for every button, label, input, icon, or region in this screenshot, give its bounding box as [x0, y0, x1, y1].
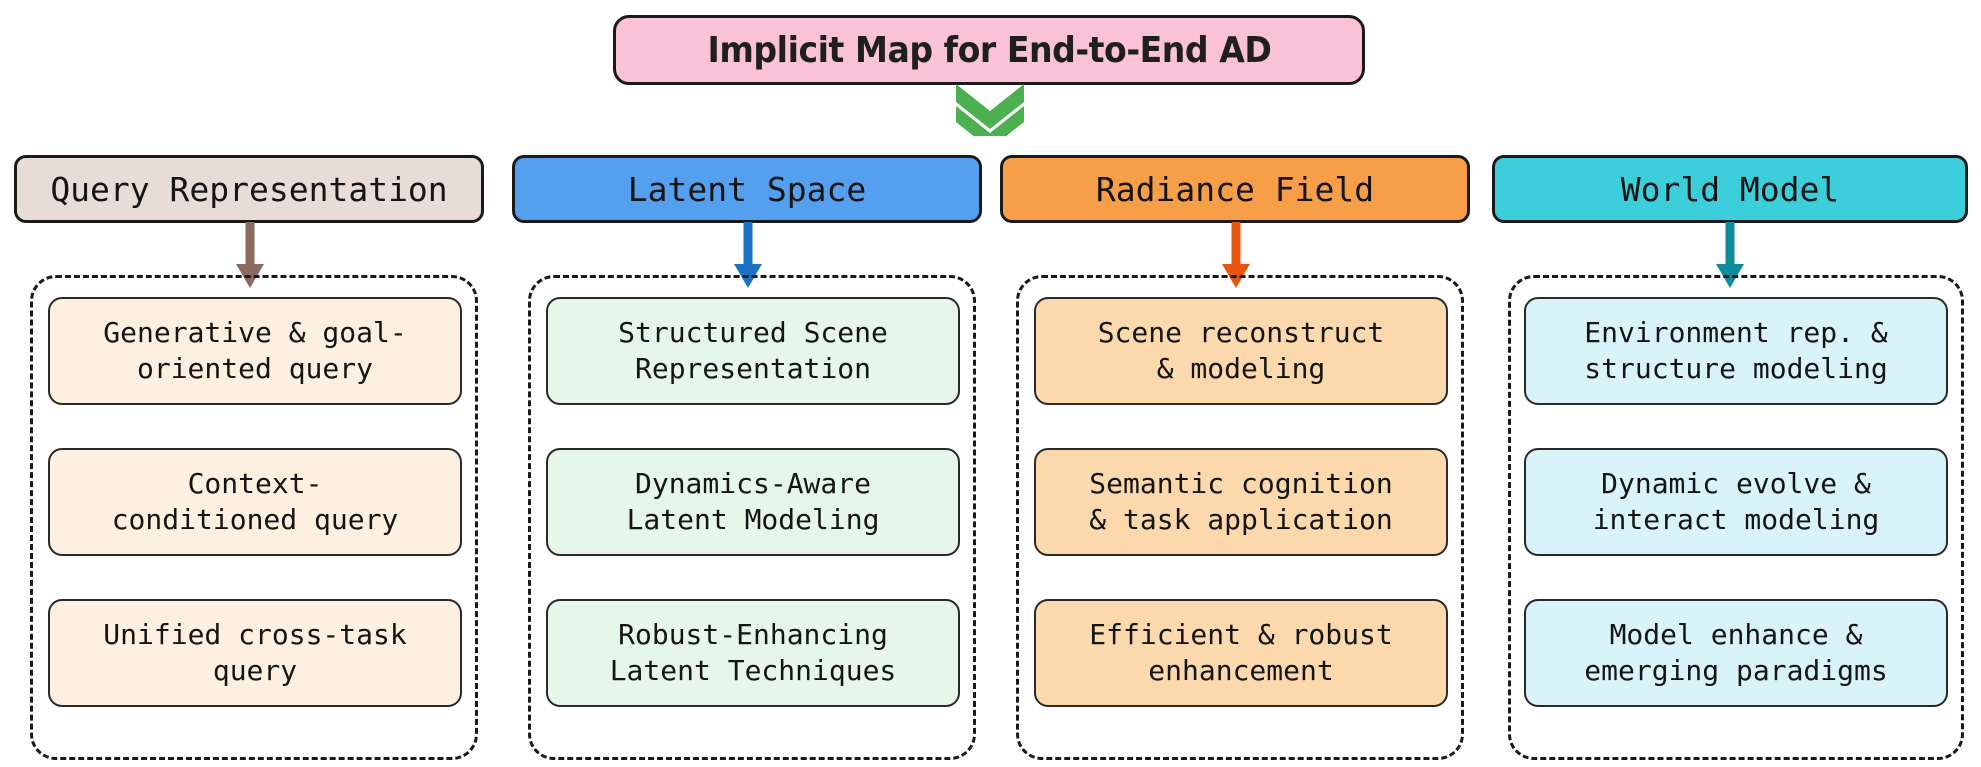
column-header-latent-space[interactable]: Latent Space	[512, 155, 982, 223]
item-box-world-2[interactable]: Dynamic evolve & interact modeling	[1524, 448, 1948, 556]
column-header-query-representation[interactable]: Query Representation	[14, 155, 484, 223]
column-header-label: Query Representation	[50, 169, 448, 209]
group-box-query-representation	[30, 275, 478, 760]
item-label: Scene reconstruct & modeling	[1097, 315, 1385, 385]
group-box-radiance-field	[1016, 275, 1464, 760]
item-box-query-3[interactable]: Unified cross-task query	[48, 599, 462, 707]
group-box-world-model	[1508, 275, 1964, 760]
item-label: Robust-Enhancing Latent Techniques	[609, 617, 897, 687]
item-box-latent-1[interactable]: Structured Scene Representation	[546, 297, 960, 405]
item-label: Dynamic evolve & interact modeling	[1592, 466, 1880, 536]
column-header-label: Radiance Field	[1095, 169, 1375, 209]
column-header-world-model[interactable]: World Model	[1492, 155, 1968, 223]
item-label: Unified cross-task query	[103, 617, 407, 687]
item-label: Dynamics-Aware Latent Modeling	[626, 466, 880, 536]
item-label: Model enhance & emerging paradigms	[1584, 617, 1888, 687]
item-label: Context- conditioned query	[111, 466, 399, 536]
item-box-radiance-2[interactable]: Semantic cognition & task application	[1034, 448, 1448, 556]
item-label: Structured Scene Representation	[618, 315, 888, 385]
item-box-world-1[interactable]: Environment rep. & structure modeling	[1524, 297, 1948, 405]
item-label: Efficient & robust enhancement	[1089, 617, 1393, 687]
double-chevron-down-svg	[956, 84, 1024, 149]
group-box-latent-space	[528, 275, 976, 760]
item-box-query-1[interactable]: Generative & goal- oriented query	[48, 297, 462, 405]
item-box-radiance-1[interactable]: Scene reconstruct & modeling	[1034, 297, 1448, 405]
item-label: Generative & goal- oriented query	[103, 315, 407, 385]
page-title: Implicit Map for End-to-End AD	[707, 29, 1271, 71]
item-label: Semantic cognition & task application	[1089, 466, 1393, 536]
column-header-label: Latent Space	[627, 169, 867, 209]
column-header-radiance-field[interactable]: Radiance Field	[1000, 155, 1470, 223]
double-chevron-down-icon	[952, 84, 1028, 149]
item-box-world-3[interactable]: Model enhance & emerging paradigms	[1524, 599, 1948, 707]
column-header-label: World Model	[1620, 169, 1840, 209]
item-box-radiance-3[interactable]: Efficient & robust enhancement	[1034, 599, 1448, 707]
item-label: Environment rep. & structure modeling	[1584, 315, 1888, 385]
item-box-latent-3[interactable]: Robust-Enhancing Latent Techniques	[546, 599, 960, 707]
item-box-latent-2[interactable]: Dynamics-Aware Latent Modeling	[546, 448, 960, 556]
diagram-title-box: Implicit Map for End-to-End AD	[613, 15, 1365, 85]
item-box-query-2[interactable]: Context- conditioned query	[48, 448, 462, 556]
